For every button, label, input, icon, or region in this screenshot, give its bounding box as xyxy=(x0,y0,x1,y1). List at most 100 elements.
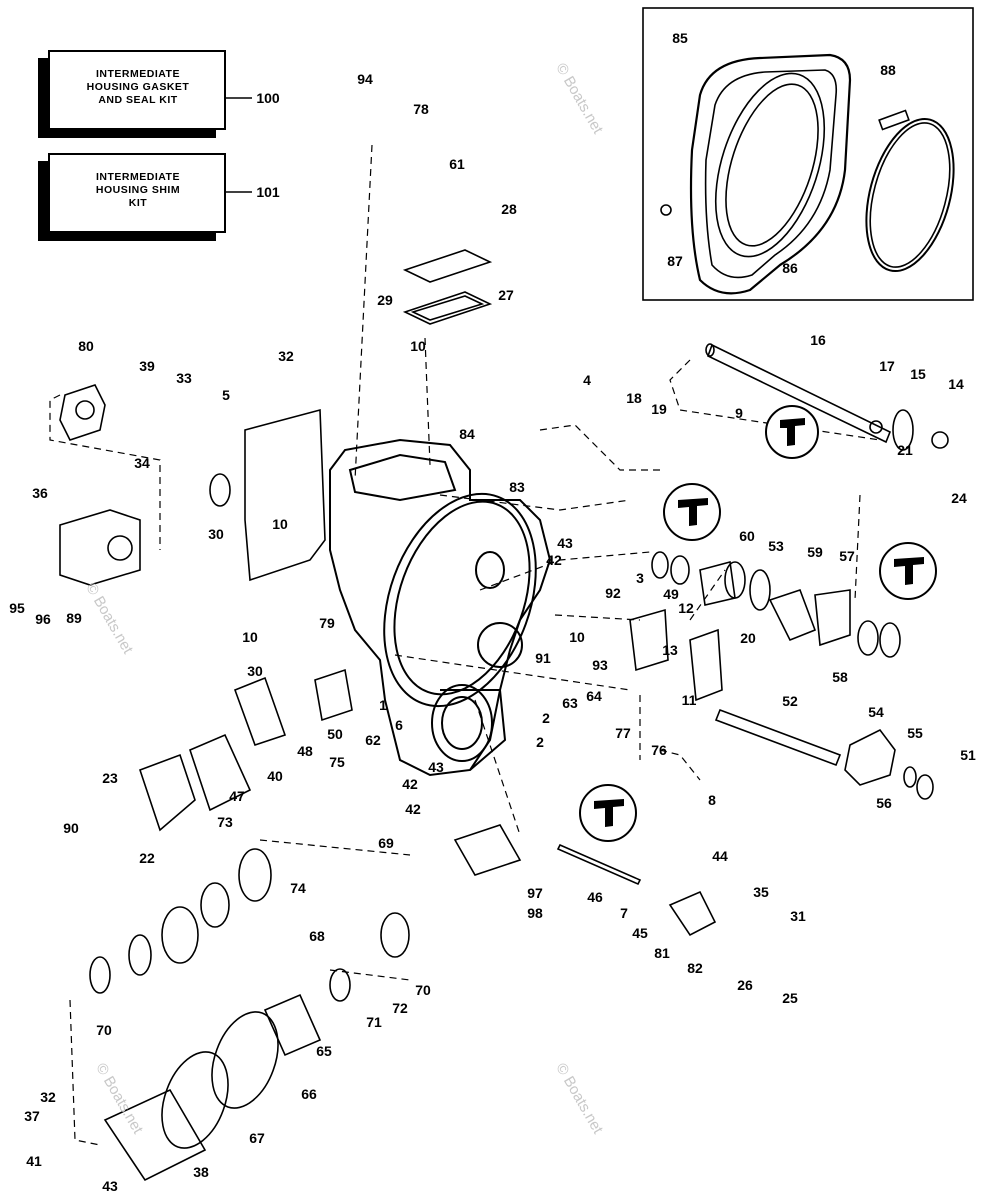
callout-part-16: 16 xyxy=(810,332,826,348)
callout-part-77: 77 xyxy=(615,725,631,741)
callout-part-33: 33 xyxy=(176,370,192,386)
callout-part-82: 82 xyxy=(687,960,703,976)
bearing-group-drawing xyxy=(651,551,901,658)
gasket-33-drawing xyxy=(244,408,326,582)
inset-frame xyxy=(642,7,974,301)
callout-part-73: 73 xyxy=(217,814,233,830)
callout-part-37: 37 xyxy=(24,1108,40,1124)
callout-part-38: 38 xyxy=(193,1164,209,1180)
kit-100-line-2: HOUSING GASKET xyxy=(86,81,190,93)
clamp-band-drawing xyxy=(865,109,955,273)
callout-part-67: 67 xyxy=(249,1130,265,1146)
gear-train-drawing xyxy=(89,848,410,1182)
callout-part-42: 42 xyxy=(402,776,418,792)
callout-part-57: 57 xyxy=(839,548,855,564)
kit-box-101: INTERMEDIATE HOUSING SHIM KIT xyxy=(38,153,226,241)
callout-part-94: 94 xyxy=(357,71,373,87)
callout-part-80: 80 xyxy=(78,338,94,354)
callout-part-9: 9 xyxy=(735,405,743,421)
solenoid-37-drawing xyxy=(59,509,141,586)
callout-part-64: 64 xyxy=(586,688,602,704)
callout-part-61: 61 xyxy=(449,156,465,172)
callout-part-98: 98 xyxy=(527,905,543,921)
shaft-52-drawing xyxy=(714,708,842,767)
gasket-28-drawing xyxy=(402,291,493,325)
callout-part-12: 12 xyxy=(678,600,694,616)
callout-part-26: 26 xyxy=(737,977,753,993)
plate-21-drawing xyxy=(689,628,723,702)
callout-part-68: 68 xyxy=(309,928,325,944)
callout-part-72: 72 xyxy=(392,1000,408,1016)
lever-14-drawing xyxy=(629,608,669,672)
callout-part-50: 50 xyxy=(327,726,343,742)
plate-98-drawing xyxy=(453,824,522,876)
callout-part-70: 70 xyxy=(415,982,431,998)
callout-part-70: 70 xyxy=(96,1022,112,1038)
callout-part-45: 45 xyxy=(632,925,648,941)
callout-part-11: 11 xyxy=(681,692,697,708)
callout-part-24: 24 xyxy=(951,490,967,506)
callout-part-43: 43 xyxy=(557,535,573,551)
callout-part-30: 30 xyxy=(208,526,224,542)
callout-part-42: 42 xyxy=(546,552,562,568)
callout-part-62: 62 xyxy=(365,732,381,748)
callout-part-46: 46 xyxy=(587,889,603,905)
callout-part-10: 10 xyxy=(272,516,288,532)
callout-part-65: 65 xyxy=(316,1043,332,1059)
callout-part-13: 13 xyxy=(662,642,678,658)
callout-part-93: 93 xyxy=(592,657,608,673)
rod-46-drawing xyxy=(556,843,642,886)
callout-part-17: 17 xyxy=(879,358,895,374)
callout-part-15: 15 xyxy=(910,366,926,382)
plate-85-drawing xyxy=(402,249,493,283)
callout-part-79: 79 xyxy=(319,615,335,631)
callout-part-90: 90 xyxy=(63,820,79,836)
callout-part-28: 28 xyxy=(501,201,517,217)
shaft-17-drawing xyxy=(705,343,949,451)
callout-part-43: 43 xyxy=(428,759,444,775)
callout-part-36: 36 xyxy=(32,485,48,501)
callout-part-42: 42 xyxy=(405,801,421,817)
seal-detail-glyphs xyxy=(594,418,924,827)
callout-part-75: 75 xyxy=(329,754,345,770)
callout-part-60: 60 xyxy=(739,528,755,544)
callout-part-29: 29 xyxy=(377,292,393,308)
callout-part-21: 21 xyxy=(897,442,913,458)
kit-101-line-3: KIT xyxy=(128,197,148,209)
callout-part-53: 53 xyxy=(768,538,784,554)
callout-part-8: 8 xyxy=(708,792,716,808)
callout-part-27: 27 xyxy=(498,287,514,303)
bushing-50-drawing xyxy=(314,668,353,722)
callout-part-69: 69 xyxy=(378,835,394,851)
callout-part-2: 2 xyxy=(542,710,550,726)
callout-part-97: 97 xyxy=(527,885,543,901)
cover-80-drawing xyxy=(59,384,106,441)
callout-part-30: 30 xyxy=(247,663,263,679)
callout-part-59: 59 xyxy=(807,544,823,560)
callout-part-51: 51 xyxy=(960,747,976,763)
callout-part-54: 54 xyxy=(868,704,884,720)
callout-part-23: 23 xyxy=(102,770,118,786)
callout-part-43: 43 xyxy=(102,1178,118,1194)
callout-kit-101: 101 xyxy=(256,184,280,200)
seal-detail-bubbles xyxy=(579,405,937,842)
callout-part-18: 18 xyxy=(626,390,642,406)
callout-part-32: 32 xyxy=(40,1089,56,1105)
clutch-54-drawing xyxy=(844,728,896,786)
callout-part-83: 83 xyxy=(509,479,525,495)
kit-101-line-2: HOUSING SHIM xyxy=(95,184,181,196)
callout-part-88: 88 xyxy=(880,62,896,78)
callout-part-84: 84 xyxy=(459,426,475,442)
callout-part-85: 85 xyxy=(672,30,688,46)
cover-22-drawing xyxy=(138,753,196,832)
callout-part-2: 2 xyxy=(536,734,544,750)
callout-part-32: 32 xyxy=(278,348,294,364)
callout-part-10: 10 xyxy=(569,629,585,645)
callout-part-7: 7 xyxy=(620,905,628,921)
callout-part-96: 96 xyxy=(35,611,51,627)
callout-part-78: 78 xyxy=(413,101,429,117)
callout-part-6: 6 xyxy=(395,717,403,733)
callout-part-19: 19 xyxy=(651,401,667,417)
